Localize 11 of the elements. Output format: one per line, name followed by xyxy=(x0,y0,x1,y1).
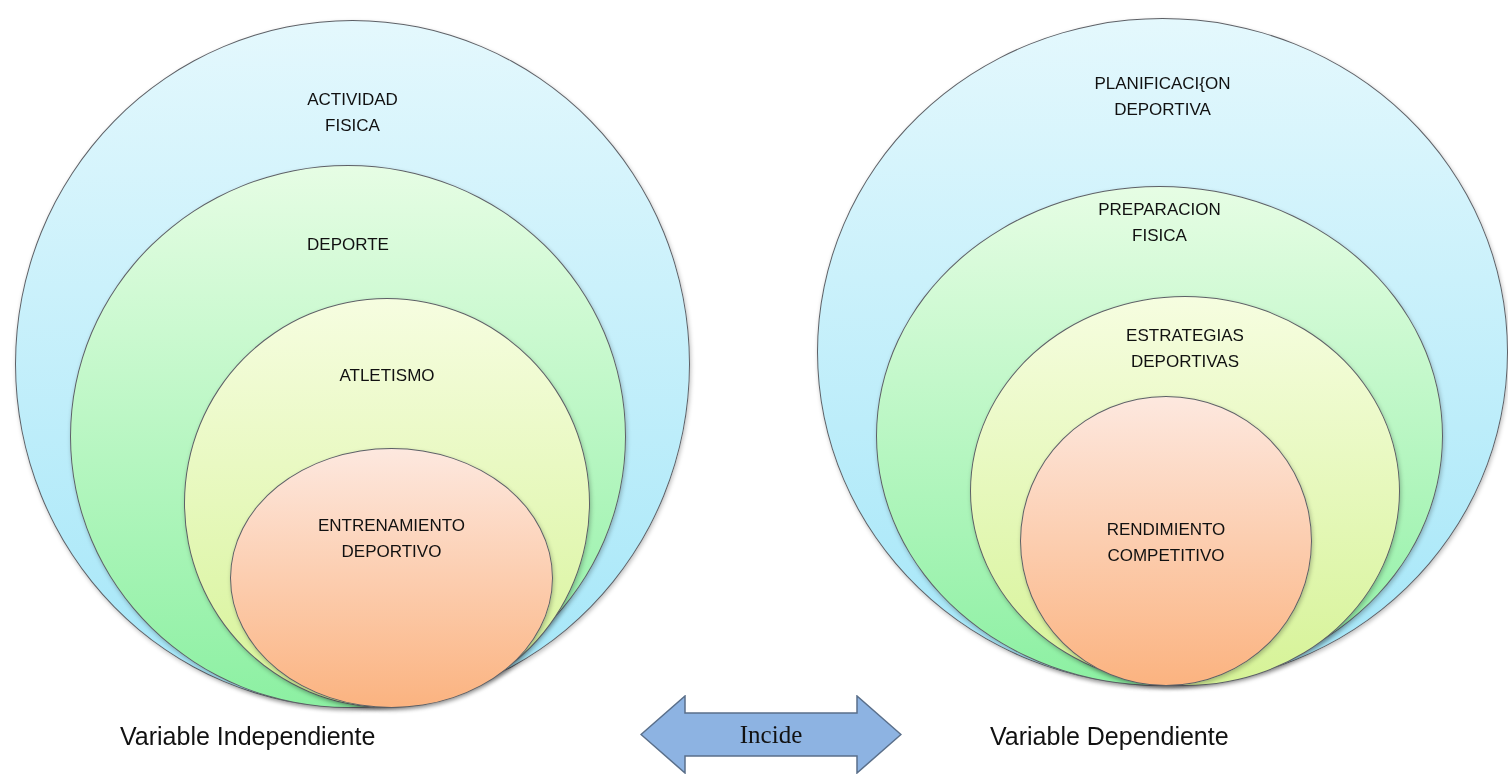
ellipse-label: ENTRENAMIENTO DEPORTIVO xyxy=(316,515,466,563)
variable-caption: Variable Dependiente xyxy=(990,722,1229,751)
ellipse-label: ATLETISMO xyxy=(338,365,436,387)
ellipse-label: ESTRATEGIAS DEPORTIVAS xyxy=(1125,325,1245,373)
ellipse-label: DEPORTE xyxy=(306,234,390,256)
arrow-label: Incide xyxy=(739,720,803,749)
ellipse-label: PLANIFICACI{ON DEPORTIVA xyxy=(1093,73,1232,121)
ellipse-label: PREPARACION FISICA xyxy=(1097,199,1222,247)
ellipse-label: RENDIMIENTO COMPETITIVO xyxy=(1105,519,1227,567)
variable-caption: Variable Independiente xyxy=(120,722,376,751)
ellipse-label: ACTIVIDAD FISICA xyxy=(306,89,399,137)
